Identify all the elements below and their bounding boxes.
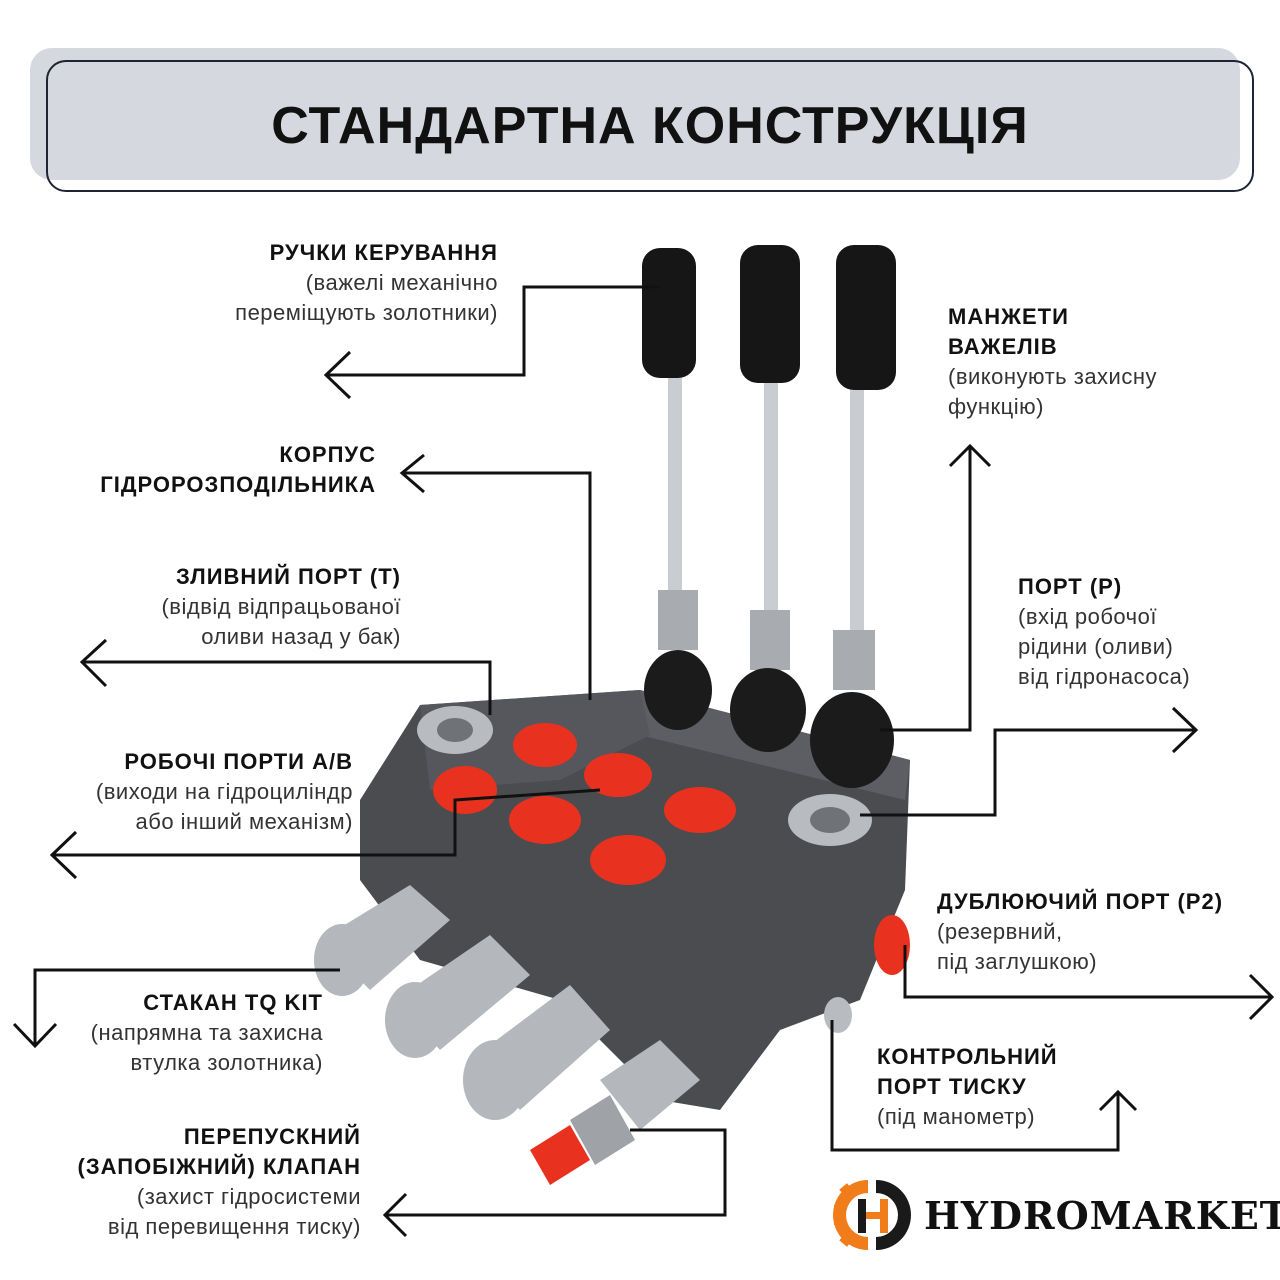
label-tq-kit: СТАКАН TQ KIT (напрямна та захисна втулк… [90, 990, 323, 1075]
label-work-ports: РОБОЧІ ПОРТИ А/В (виходи на гідроциліндр… [95, 749, 353, 834]
lever-2 [730, 245, 806, 752]
leader-drain [82, 660, 492, 715]
page-title: СТАНДАРТНА КОНСТРУКЦІЯ [271, 97, 1029, 155]
label-relief-valve: ПЕРЕПУСКНИЙ (ЗАПОБІЖНИЙ) КЛАПАН (захист … [77, 1124, 361, 1239]
relief-valve [530, 1040, 700, 1185]
arrow-work-ports-icon [49, 830, 78, 880]
lever-3 [810, 245, 896, 788]
label-body: КОРПУС ГІДРОРОЗПОДІЛЬНИКА [100, 442, 376, 497]
arrow-port-p2-icon [1248, 973, 1275, 1021]
leader-handles [328, 285, 660, 377]
hydromarket-logo: HYDROMARKET [828, 1175, 1280, 1255]
gear-h-logo-icon [833, 1180, 911, 1250]
pressure-gauge-port [824, 997, 852, 1033]
label-lever-boots: МАНЖЕТИ ВАЖЕЛІВ (виконують захисну функц… [948, 304, 1157, 419]
tq-kit-caps [314, 885, 610, 1120]
leader-work-ports [52, 788, 601, 857]
arrow-pressure-icon [1098, 1089, 1138, 1112]
title-banner: СТАНДАРТНА КОНСТРУКЦІЯ [46, 60, 1254, 192]
leader-lines [12, 285, 1275, 1238]
arrow-drain-icon [79, 638, 108, 688]
label-port-p: ПОРТ (Р) (вхід робочої рідини (оливи) ві… [1018, 574, 1191, 689]
label-handles: РУЧКИ КЕРУВАННЯ (важелі механічно перемі… [235, 240, 498, 325]
work-port-caps [433, 723, 736, 885]
arrow-body-icon [399, 453, 425, 494]
leader-tq-kit [33, 968, 340, 1045]
leader-port-p [860, 728, 1195, 817]
leader-body [402, 471, 592, 700]
arrow-tq-kit-icon [12, 1022, 58, 1049]
leader-pressure [830, 1020, 1120, 1152]
leader-port-p2 [903, 945, 1270, 999]
leader-relief [385, 1128, 727, 1217]
logo-text: HYDROMARKET [924, 1192, 1280, 1238]
label-port-p2: ДУБЛЮЮЧИЙ ПОРТ (Р2) (резервний, під загл… [937, 889, 1224, 974]
port-p2-cap [874, 915, 910, 975]
arrow-handles-icon [323, 350, 352, 400]
label-drain-port: ЗЛИВНИЙ ПОРТ (Т) (відвід відпрацьованої … [161, 564, 401, 649]
banner-shadow [30, 48, 1240, 180]
valve-illustration [314, 245, 910, 1185]
arrow-port-p-icon [1171, 706, 1199, 754]
lever-1 [642, 248, 712, 730]
leader-boots [880, 447, 972, 732]
label-pressure-port: КОНТРОЛЬНИЙ ПОРТ ТИСКУ (під манометр) [877, 1044, 1058, 1129]
arrow-boots-icon [948, 443, 992, 468]
arrow-relief-icon [382, 1192, 408, 1238]
